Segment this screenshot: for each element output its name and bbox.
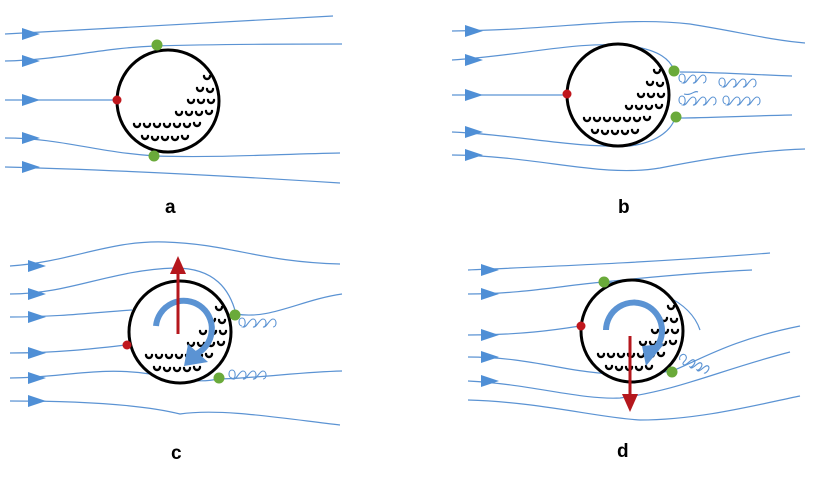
streamline [4, 166, 341, 184]
wake-vortices [228, 317, 277, 380]
separation-point [229, 309, 241, 321]
separation-point [666, 366, 678, 378]
separation-point [213, 372, 225, 384]
streamline [679, 71, 793, 77]
wake-vortices [678, 73, 761, 106]
streamline [467, 252, 771, 271]
flow-arrowhead [481, 329, 499, 341]
flow-arrowhead [22, 94, 40, 106]
golf-ball [127, 279, 233, 385]
streamline [4, 15, 334, 35]
flow-arrowhead [28, 288, 46, 300]
golf-ball [115, 48, 221, 154]
separation-point [668, 65, 680, 77]
separation-point [598, 276, 610, 288]
flow-arrowhead [465, 126, 483, 138]
panel-a: a [4, 15, 343, 218]
separation-point [151, 39, 163, 51]
stagnation-point [122, 340, 132, 350]
streamline [451, 20, 806, 44]
streamline [9, 267, 237, 315]
flow-arrowhead [481, 288, 499, 300]
streamline [679, 114, 793, 119]
panel-c: c [9, 241, 343, 464]
flow-arrowhead [28, 395, 46, 407]
flow-arrowhead [28, 311, 46, 323]
flow-arrowhead [465, 54, 483, 66]
spin-arrow-clockwise [153, 297, 215, 366]
flow-arrowhead [22, 55, 40, 67]
flow-arrowhead [481, 375, 499, 387]
streamline [235, 293, 343, 316]
streamline [9, 241, 341, 267]
streamline [467, 351, 791, 399]
flow-arrowhead [22, 28, 40, 40]
flow-arrowhead [28, 260, 46, 272]
stagnation-point [576, 321, 586, 331]
streamline [9, 400, 341, 426]
panel-d: d [467, 252, 801, 462]
flow-arrowhead [481, 264, 499, 276]
separation-point [670, 111, 682, 123]
panel-label-c: c [171, 443, 182, 464]
streamline [451, 117, 676, 147]
wake-vortices [679, 353, 710, 374]
flow-arrowhead [481, 351, 499, 363]
stagnation-point [562, 89, 572, 99]
streamline [671, 325, 801, 372]
down-force-arrow [622, 336, 638, 412]
golf-ball [565, 42, 671, 148]
streamline [467, 395, 801, 421]
panel-b: b [451, 20, 806, 218]
panel-label-d: d [617, 441, 629, 462]
flow-arrowhead [28, 372, 46, 384]
flow-arrowhead [465, 25, 483, 37]
panel-label-a: a [165, 197, 176, 218]
stagnation-point [112, 95, 122, 105]
panel-label-b: b [618, 197, 630, 218]
spin-arrow-counterclockwise [603, 299, 665, 366]
separation-point [148, 150, 160, 162]
streamline [451, 148, 806, 172]
flow-arrowhead [465, 89, 483, 101]
flow-arrowhead [22, 161, 40, 173]
golf-ball [579, 278, 685, 384]
flow-arrowhead [28, 347, 46, 359]
flow-arrowhead [22, 132, 40, 144]
flow-arrowhead [465, 149, 483, 161]
streamline [9, 370, 219, 382]
lift-force-arrow-up [170, 256, 186, 334]
streamline [9, 309, 133, 318]
streamline [9, 344, 127, 354]
